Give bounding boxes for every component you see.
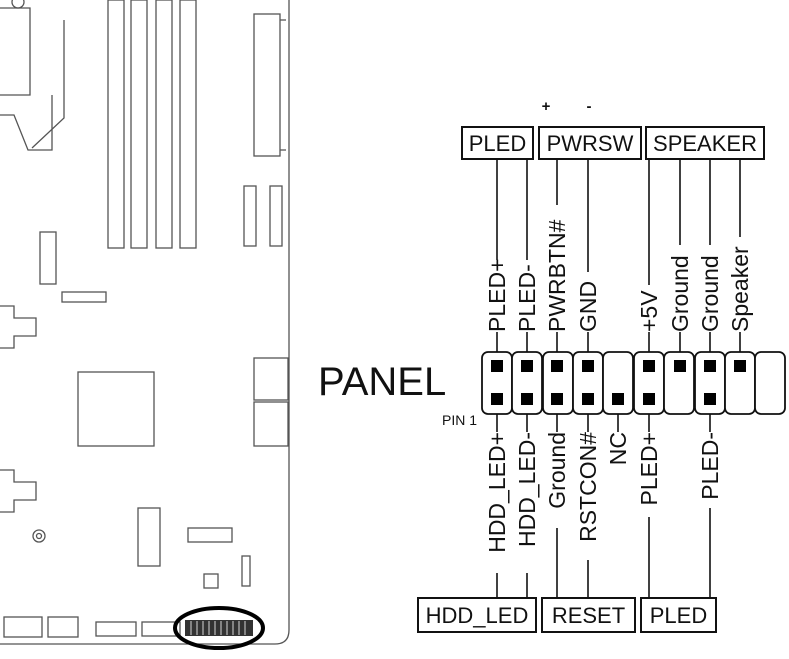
bottom-pin-label-hdd-led-minus: HDD_LED- — [514, 432, 540, 547]
bottom-group-hdd-led: HDD_LED — [417, 597, 537, 633]
bottom-group-pled-label: PLED — [650, 603, 707, 628]
top-group-pwrsw: PWRSW — [538, 126, 642, 160]
bottom-pin-label-pled-minus: PLED- — [697, 432, 723, 500]
bottom-pin-label-ground: Ground — [544, 432, 570, 509]
panel-connector — [481, 351, 786, 415]
top-group-pwrsw-label: PWRSW — [547, 131, 634, 156]
top-pin-label-ground-1: Ground — [667, 255, 693, 332]
top-pin-label-pled-minus: PLED- — [514, 264, 540, 332]
bottom-pin-label-rstcon: RSTCON# — [575, 432, 601, 542]
pin-one-label: PIN 1 — [442, 412, 477, 428]
bottom-pin-label-nc: NC — [605, 432, 631, 465]
bottom-group-reset: RESET — [541, 597, 636, 633]
bottom-group-pled: PLED — [640, 597, 717, 633]
panel-title: PANEL — [318, 360, 446, 404]
top-group-speaker: SPEAKER — [645, 126, 765, 160]
top-group-pled-label: PLED — [469, 131, 526, 156]
top-pin-label-pled-plus: PLED+ — [484, 258, 510, 332]
top-pin-label-gnd: GND — [575, 281, 601, 332]
top-group-pled: PLED — [461, 126, 534, 160]
connector-pins — [491, 360, 746, 405]
top-group-speaker-label: SPEAKER — [653, 131, 757, 156]
top-pin-label-5v: +5V — [636, 290, 662, 332]
top-pin-leads — [496, 159, 741, 352]
bottom-pin-label-hdd-led-plus: HDD_LED+ — [484, 432, 510, 553]
top-pin-label-ground-2: Ground — [697, 255, 723, 332]
bottom-group-reset-label: RESET — [552, 603, 625, 628]
bottom-pin-label-pled-plus: PLED+ — [636, 432, 662, 506]
polarity-minus-label: - — [587, 98, 592, 115]
panel-header-highlight — [173, 606, 265, 650]
motherboard-outline — [0, 0, 290, 645]
polarity-plus-label: + — [542, 98, 551, 115]
top-pin-label-speaker: Speaker — [727, 246, 753, 332]
bottom-pin-leads — [496, 414, 711, 598]
bottom-group-hdd-led-label: HDD_LED — [426, 603, 529, 628]
top-pin-label-pwrbtn: PWRBTN# — [544, 219, 570, 332]
